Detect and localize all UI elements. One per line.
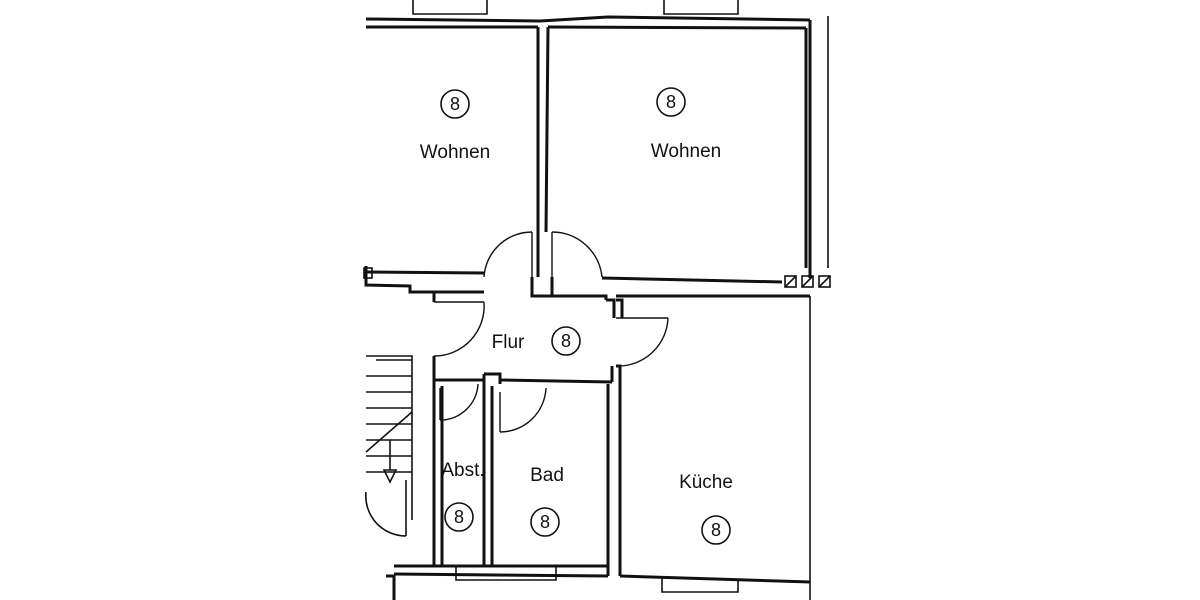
- room-abst: [432, 372, 502, 566]
- label-bad: Bad 8: [530, 465, 564, 537]
- label-flur: Flur 8: [492, 326, 581, 356]
- room-marker-number: 8: [450, 94, 460, 114]
- room-marker: [440, 89, 470, 119]
- room-wohnen-right: [544, 20, 812, 284]
- room-marker: [530, 507, 560, 537]
- exterior-wall-top: [365, 15, 811, 30]
- room-marker: [656, 87, 686, 117]
- room-name: Flur: [492, 332, 525, 353]
- wall-pier: [530, 277, 554, 298]
- room-bad: [490, 384, 610, 576]
- doors: [433, 231, 669, 433]
- label-abst: Abst. 8: [441, 460, 485, 532]
- room-name: Abst.: [441, 460, 484, 481]
- room-marker: [444, 502, 474, 532]
- ventilation-ducts: [784, 275, 831, 288]
- label-wohnen-left: 8 Wohnen: [420, 89, 490, 163]
- room-wohnen-left: [365, 27, 540, 277]
- room-marker: [551, 326, 581, 356]
- wall-stub-left: [363, 266, 434, 294]
- exterior-wall-bottom: [386, 564, 739, 600]
- room-name: Küche: [679, 472, 733, 493]
- label-kueche: Küche 8: [679, 472, 733, 545]
- room-marker: [701, 515, 731, 545]
- exterior-wall-right: [809, 16, 829, 600]
- top-windows: [412, 0, 739, 15]
- room-marker-number: 8: [711, 520, 721, 540]
- room-marker-number: 8: [561, 331, 571, 351]
- room-kueche: [616, 294, 811, 584]
- room-name: Wohnen: [420, 142, 490, 163]
- room-name: Bad: [530, 465, 564, 486]
- room-marker-number: 8: [540, 512, 550, 532]
- label-wohnen-right: 8 Wohnen: [651, 87, 721, 162]
- room-name: Wohnen: [651, 141, 721, 162]
- staircase: [365, 355, 413, 537]
- room-marker-number: 8: [454, 507, 464, 527]
- room-marker-number: 8: [666, 92, 676, 112]
